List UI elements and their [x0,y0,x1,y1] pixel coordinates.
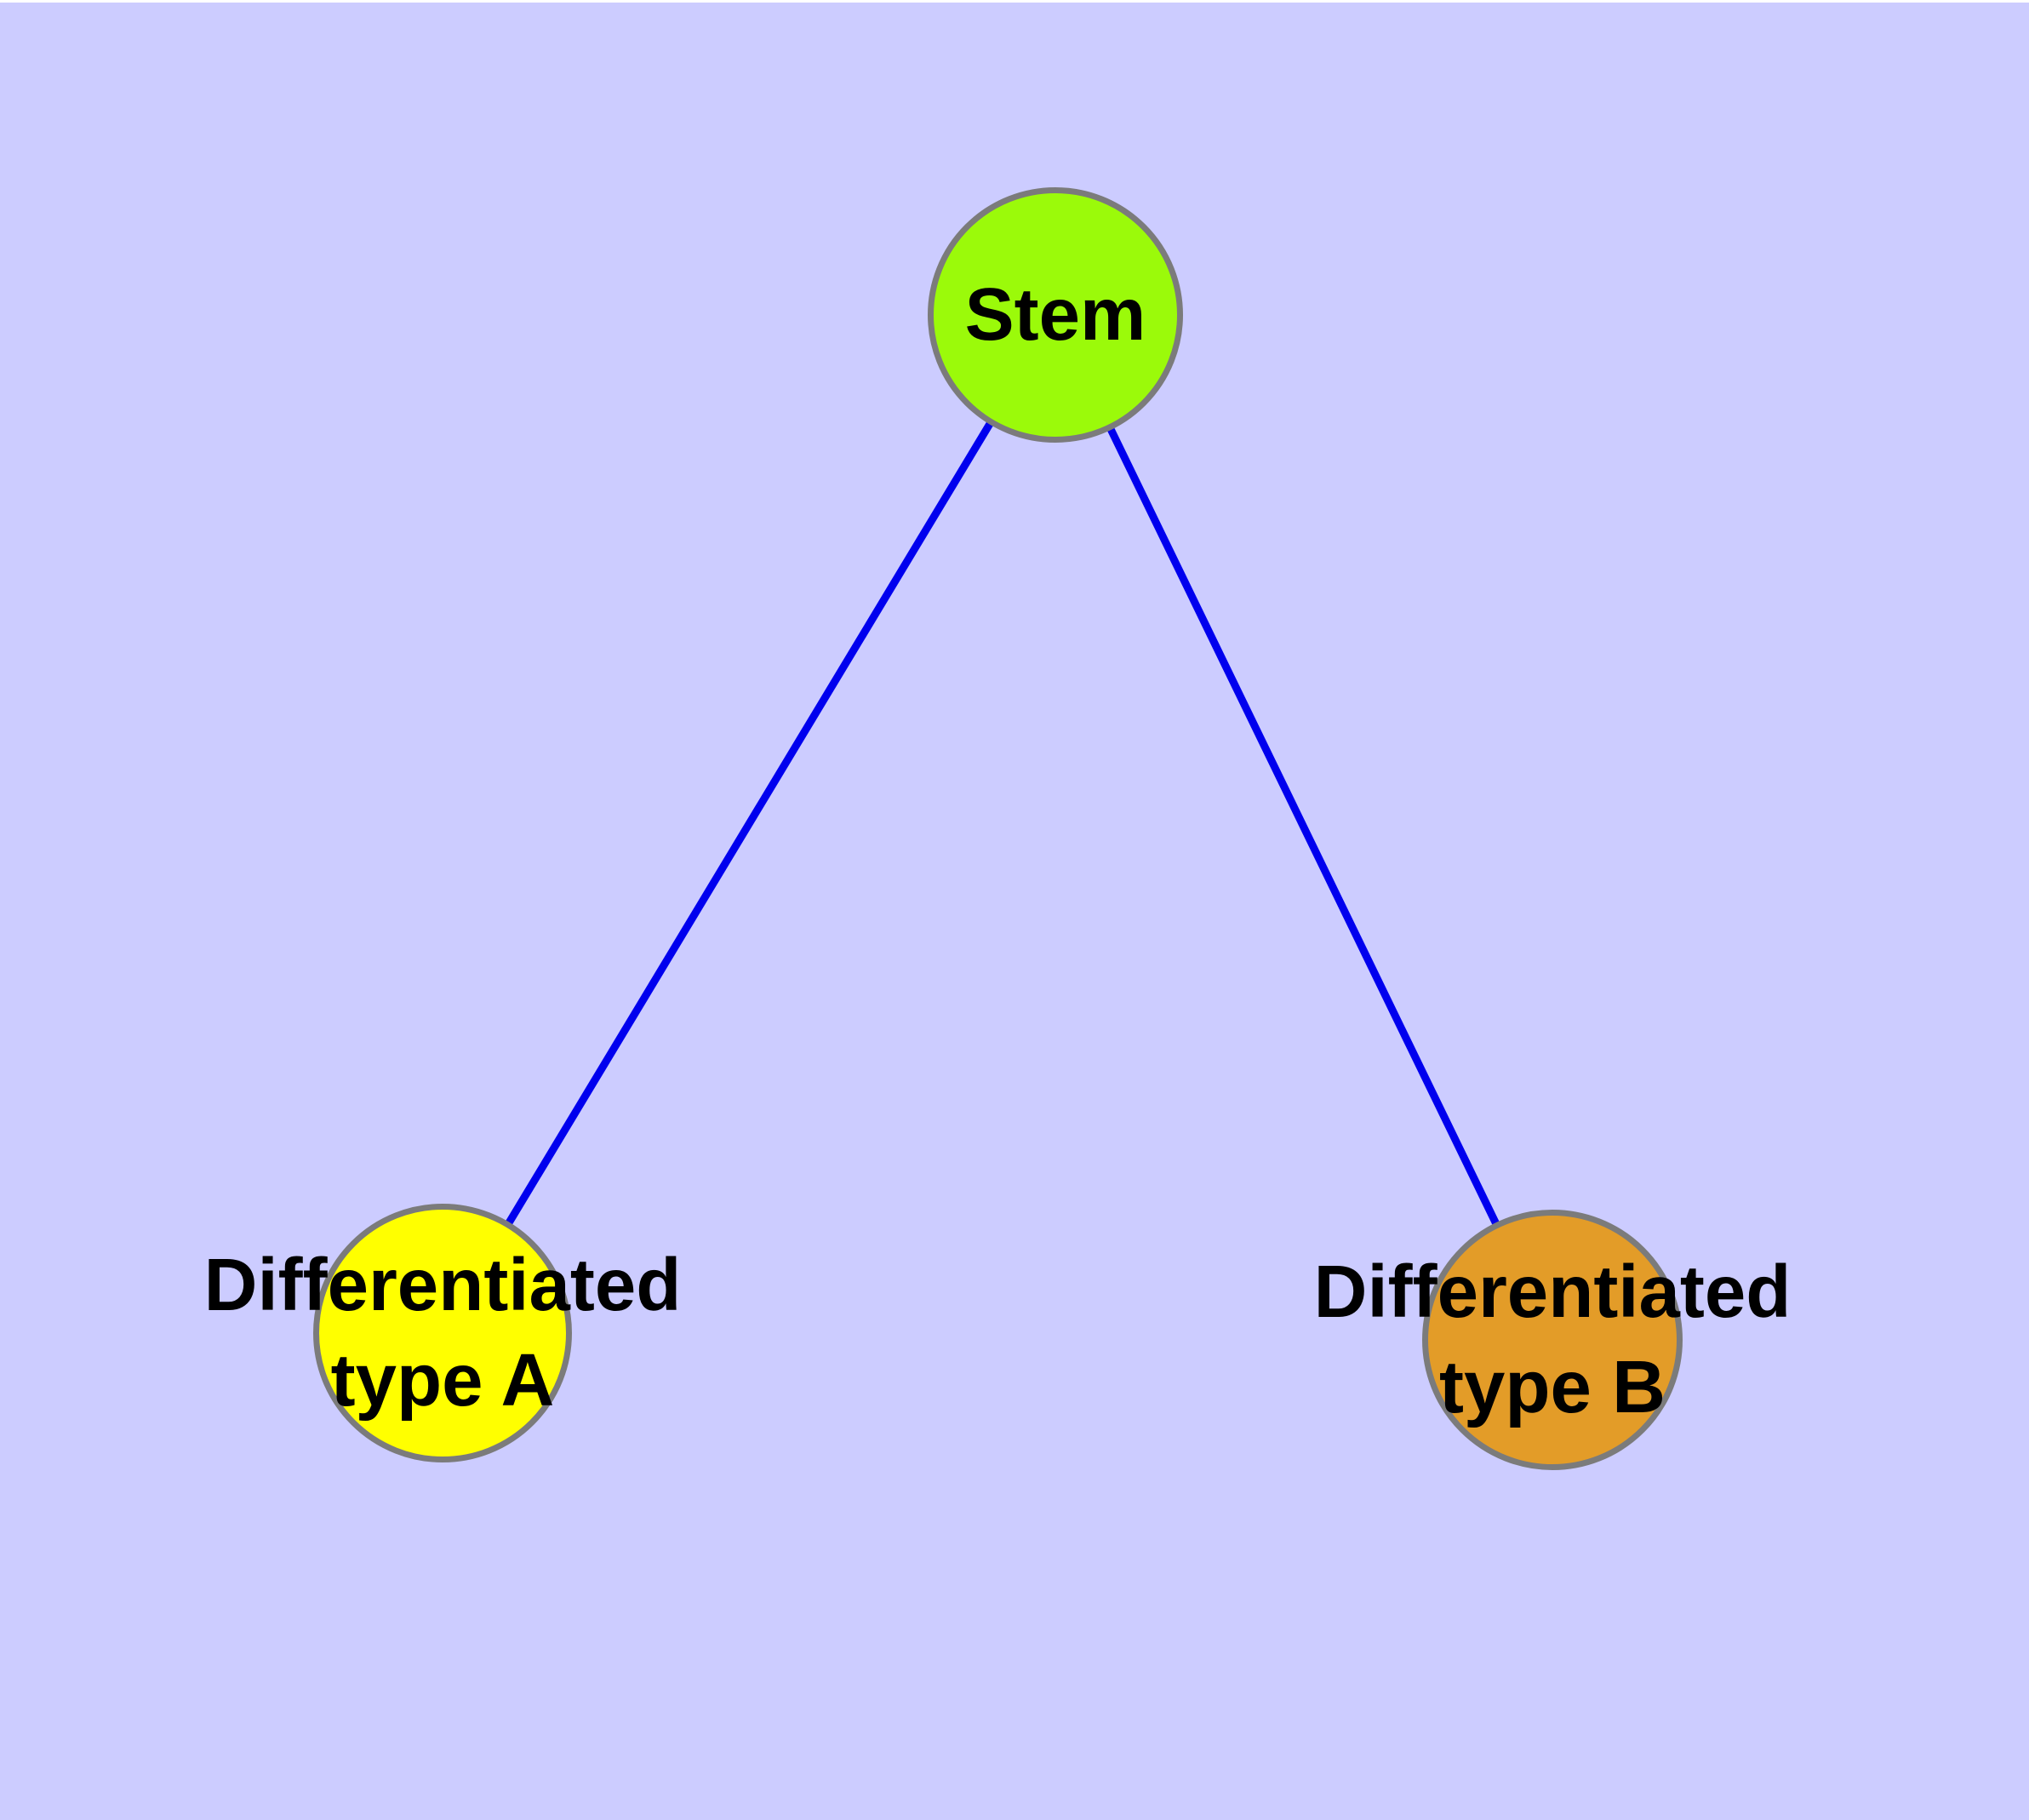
node-differentiated-type-a-label: Differentiated type A [204,1238,682,1428]
node-stem-label: Stem [965,267,1146,363]
node-a-label-line-1: Differentiated [203,1244,682,1326]
node-a-label-line-2: type A [330,1339,555,1422]
node-differentiated-type-b: Differentiated type B [1314,1210,1791,1470]
node-differentiated-type-b-label: Differentiated type B [1314,1245,1792,1435]
node-b-label-line-2: type B [1439,1346,1666,1428]
node-stem-label-line: Stem [964,273,1146,356]
top-margin-strip [0,0,2029,3]
edge-stem-to-type-b [1051,313,1557,1342]
node-b-label-line-1: Differentiated [1313,1251,1792,1333]
edge-stem-to-type-a [439,312,1059,1336]
node-differentiated-type-a: Differentiated type A [204,1204,681,1462]
node-stem: Stem [928,187,1183,443]
